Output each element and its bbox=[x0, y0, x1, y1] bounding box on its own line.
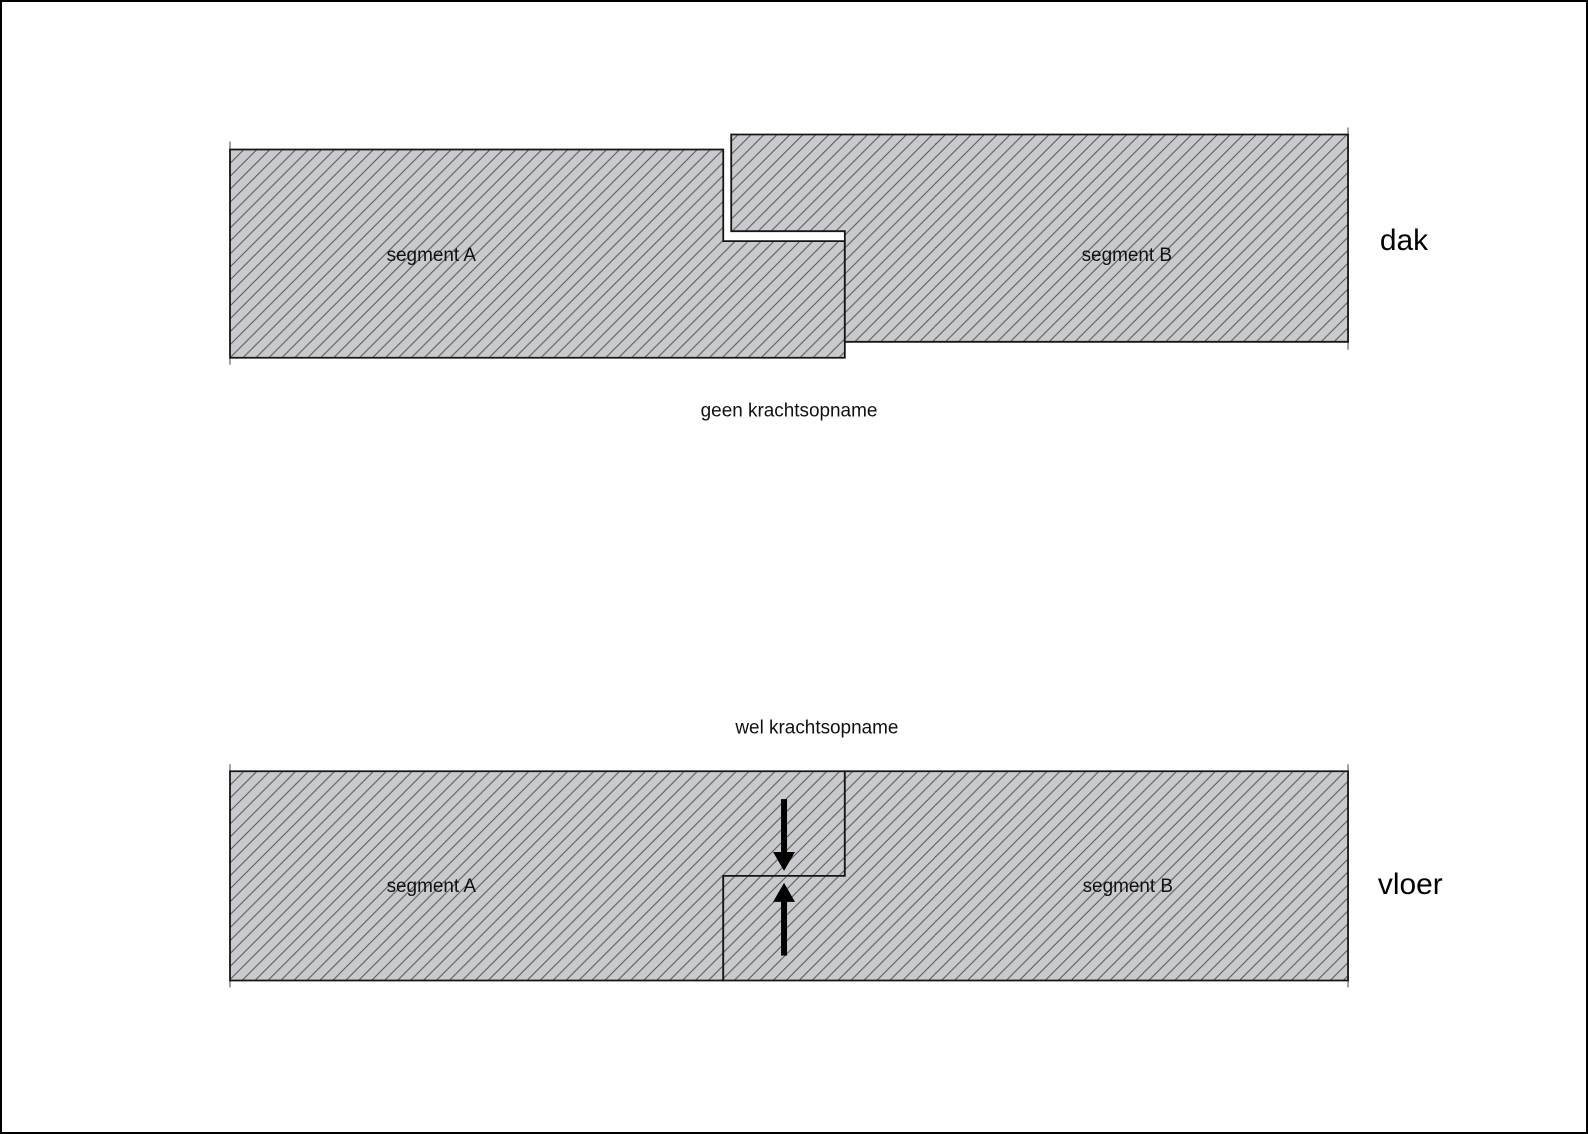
floor-diagram: wel krachtsopname segment A segment B vl… bbox=[229, 717, 1443, 988]
roof-caption: geen krachtsopname bbox=[701, 401, 878, 422]
floor-segment-a-label: segment A bbox=[387, 876, 477, 897]
roof-segment-b-slab bbox=[730, 133, 1349, 343]
floor-segment-b-slab bbox=[722, 770, 1349, 982]
contact-force-up-arrow-icon bbox=[773, 882, 795, 956]
roof-diagram: segment A segment B dak geen krachtsopna… bbox=[229, 127, 1428, 422]
floor-caption: wel krachtsopname bbox=[734, 717, 898, 738]
roof-side-label: dak bbox=[1380, 224, 1428, 257]
roof-segment-b-label: segment B bbox=[1082, 245, 1172, 266]
floor-segment-b-label: segment B bbox=[1083, 876, 1173, 897]
contact-force-down-arrow-icon bbox=[773, 799, 795, 871]
floor-side-label: vloer bbox=[1378, 868, 1443, 901]
roof-segment-a-label: segment A bbox=[387, 245, 477, 266]
